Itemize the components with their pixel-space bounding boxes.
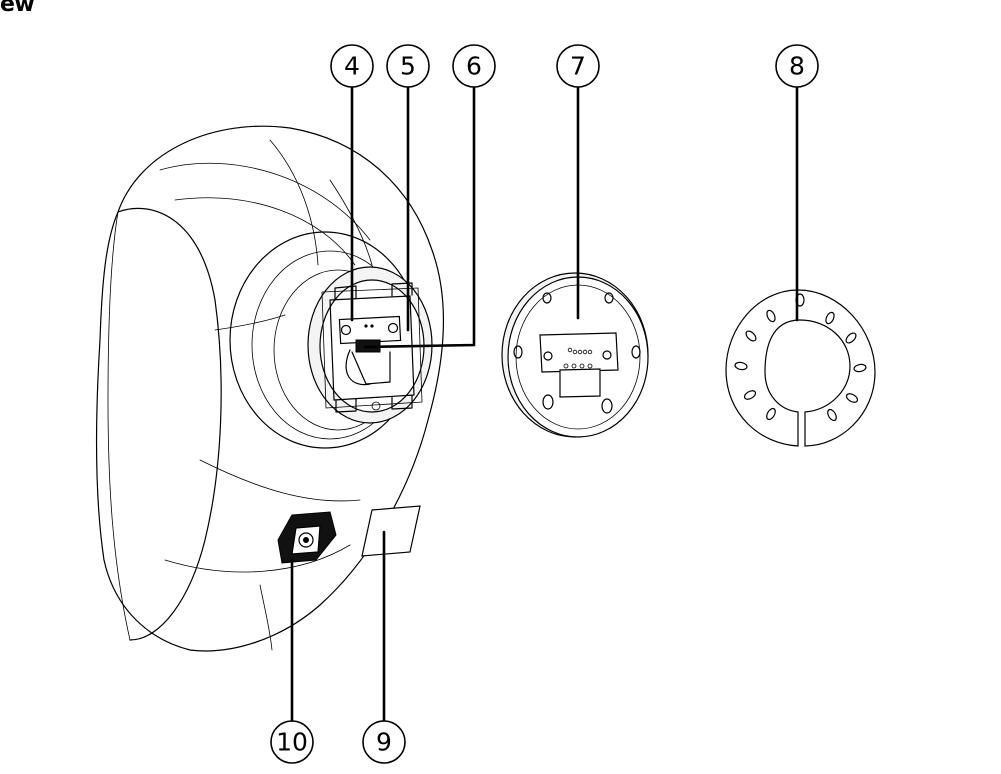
callout-5-label: 5 — [400, 52, 416, 81]
callout-10: 10 — [270, 720, 314, 764]
callout-8: 8 — [775, 44, 819, 88]
callout-5: 5 — [386, 44, 430, 88]
mount-ring — [725, 289, 876, 447]
callout-7: 7 — [556, 44, 600, 88]
leader-6 — [363, 85, 476, 349]
callout-9: 9 — [362, 720, 406, 764]
callout-7-label: 7 — [570, 52, 586, 81]
callout-9-label: 9 — [376, 728, 392, 757]
callout-4: 4 — [330, 44, 374, 88]
callout-10-label: 10 — [276, 728, 308, 757]
mounting-plate — [501, 272, 649, 438]
callout-4-label: 4 — [344, 52, 360, 81]
callout-6: 6 — [452, 44, 496, 88]
pin-contacts — [563, 347, 593, 369]
page-header-fragment: ew — [0, 0, 35, 17]
leader-lines — [290, 85, 799, 742]
callout-8-label: 8 — [789, 52, 805, 81]
device-housing — [96, 125, 444, 652]
callout-6-label: 6 — [466, 52, 482, 81]
